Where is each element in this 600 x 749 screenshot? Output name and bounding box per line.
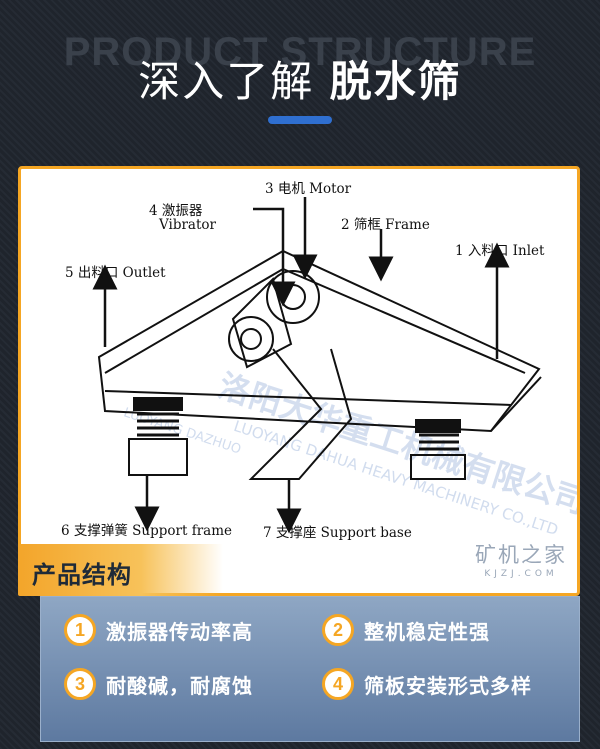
feature-item-3: 3 耐酸碱，耐腐蚀 — [64, 668, 253, 700]
feature-item-4: 4 筛板安装形式多样 — [322, 668, 532, 700]
features-panel: 1 激振器传动率高 2 整机稳定性强 3 耐酸碱，耐腐蚀 4 筛板安装形式多样 — [40, 596, 580, 742]
label-motor: 3 电机 Motor — [265, 181, 352, 197]
feature-text-1: 激振器传动率高 — [106, 619, 253, 644]
feature-text-3: 耐酸碱，耐腐蚀 — [106, 673, 253, 698]
label-inlet: 1 入料口 Inlet — [455, 243, 545, 259]
dewatering-screen-drawing — [92, 197, 542, 534]
feature-number-4: 4 — [322, 668, 354, 700]
label-support-frame: 6 支撑弹簧 Support frame — [61, 523, 232, 539]
feature-text-2: 整机稳定性强 — [364, 619, 490, 644]
site-watermark: 矿机之家 KJZJ.COM — [475, 539, 567, 579]
feature-number-1: 1 — [64, 614, 96, 646]
title-light: 深入了解 — [138, 57, 315, 106]
site-url: KJZJ.COM — [484, 569, 558, 579]
header-bg-text: PRODUCT STRUCTURE — [63, 30, 537, 74]
label-outlet: 5 出料口 Outlet — [65, 265, 166, 281]
feature-item-2: 2 整机稳定性强 — [322, 614, 490, 646]
label-support-base: 7 支撑座 Support base — [263, 525, 412, 541]
section-tag-label: 产品结构 — [32, 561, 132, 589]
diagram-card: LUOYANG DAZHUO 洛阳大华重工机械有限公司 LUOYANG DAHU… — [18, 166, 580, 596]
feature-number-2: 2 — [322, 614, 354, 646]
feature-number-3: 3 — [64, 668, 96, 700]
label-vibrator-en: Vibrator — [159, 217, 216, 233]
label-vibrator-cn: 4 激振器 — [149, 203, 203, 219]
feature-text-4: 筛板安装形式多样 — [364, 673, 532, 698]
title-underline — [268, 116, 332, 124]
page-title: 深入了解 脱水筛 — [0, 48, 600, 109]
label-frame: 2 筛框 Frame — [341, 217, 430, 233]
title-bold: 脱水筛 — [329, 57, 462, 106]
section-tag: 产品结构 — [18, 544, 223, 596]
site-name: 矿机之家 — [475, 543, 567, 567]
feature-item-1: 1 激振器传动率高 — [64, 614, 253, 646]
